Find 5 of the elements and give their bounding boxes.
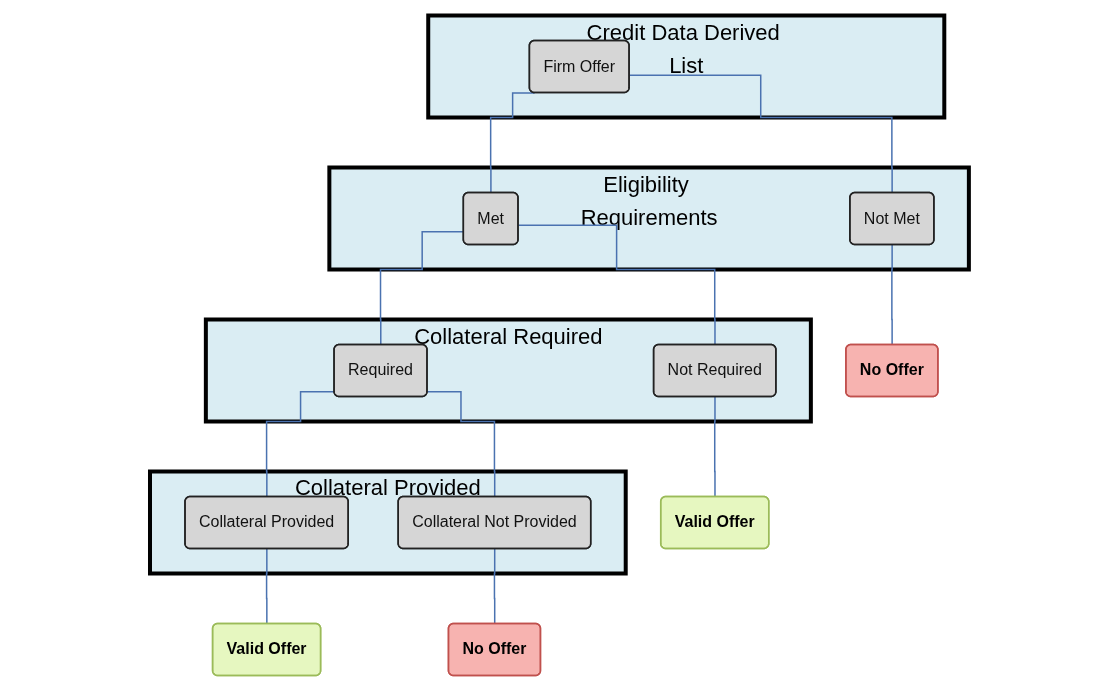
- connector: [891, 244, 894, 346]
- connector: [493, 548, 496, 625]
- connector: [714, 396, 717, 498]
- connector: [265, 548, 268, 625]
- connector: [426, 391, 496, 498]
